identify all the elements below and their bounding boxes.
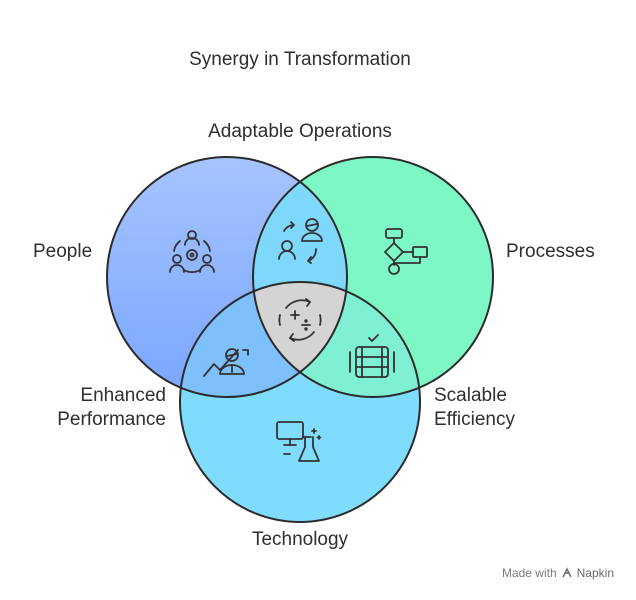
watermark-prefix: Made with bbox=[501, 566, 557, 580]
overlap-processes-technology bbox=[253, 282, 420, 397]
label-enhanced-line2: Performance bbox=[57, 409, 166, 430]
overlap-people-technology bbox=[180, 282, 347, 397]
outline-processes bbox=[252, 156, 494, 398]
label-enhanced-line1: Enhanced bbox=[80, 385, 166, 406]
calculation-cycle-icon bbox=[278, 298, 322, 342]
watermark: Made with Napkin bbox=[502, 566, 614, 580]
label-scalable-line2: Efficiency bbox=[434, 409, 515, 430]
diagram-title: Synergy in Transformation bbox=[189, 49, 411, 70]
label-scalable-efficiency: Scalable Efficiency bbox=[434, 384, 515, 432]
people-cycle-icon bbox=[278, 218, 323, 264]
growth-person-icon bbox=[203, 348, 249, 377]
computer-flask-icon bbox=[276, 421, 322, 462]
label-technology: Technology bbox=[251, 529, 349, 550]
outline-people bbox=[106, 156, 348, 398]
label-processes: Processes bbox=[506, 241, 595, 262]
people-gear-icon bbox=[169, 230, 215, 274]
server-check-icon bbox=[349, 334, 395, 378]
watermark-brand: Napkin bbox=[576, 566, 614, 580]
label-scalable-line1: Scalable bbox=[434, 385, 507, 406]
napkin-logo-icon bbox=[562, 567, 572, 578]
label-adaptable-operations: Adaptable Operations bbox=[208, 121, 392, 142]
label-enhanced-performance: Enhanced Performance bbox=[57, 384, 166, 432]
flowchart-icon bbox=[384, 228, 428, 275]
outline-technology bbox=[179, 281, 421, 523]
label-people: People bbox=[33, 241, 93, 262]
